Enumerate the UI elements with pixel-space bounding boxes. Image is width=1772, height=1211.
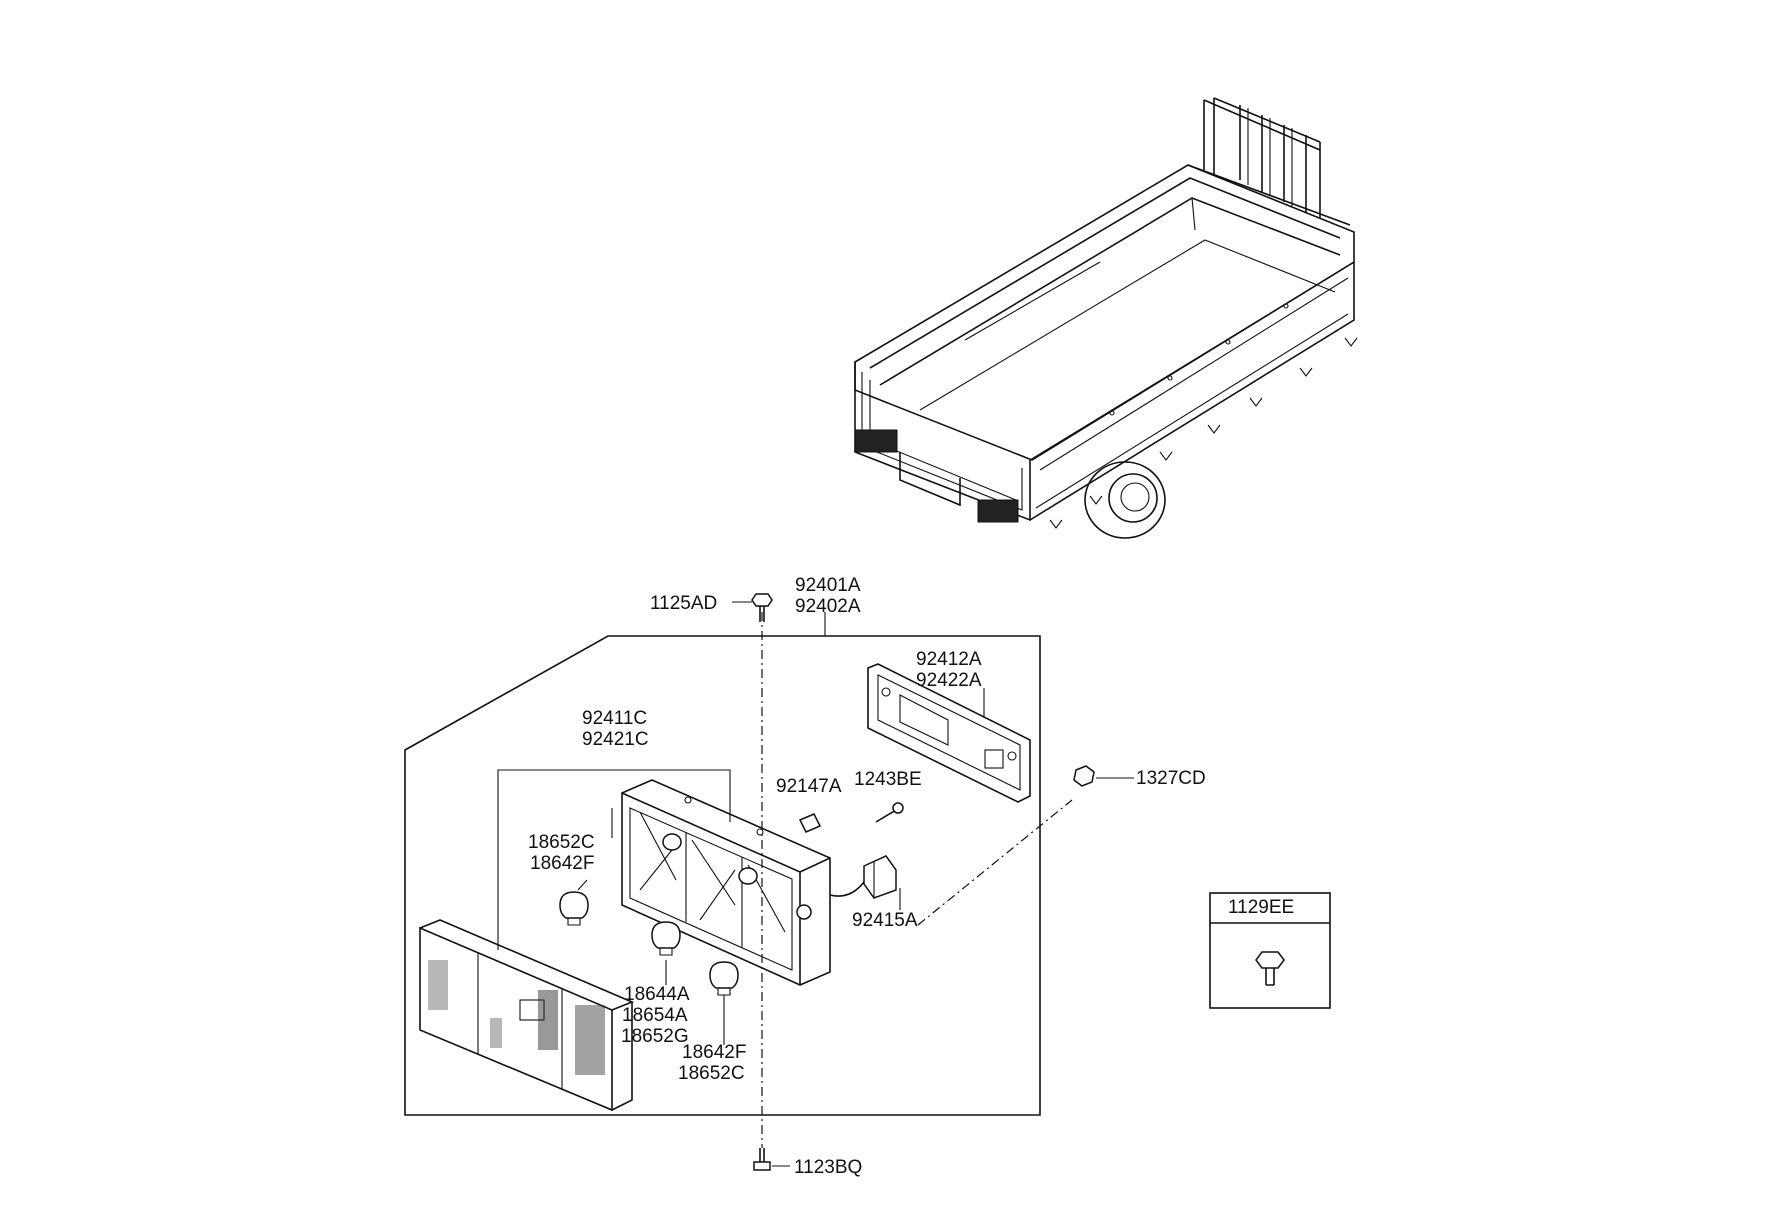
- lamp-housing: [621, 779, 831, 986]
- label-92147A: 92147A: [776, 776, 842, 797]
- center-lines: [761, 612, 1073, 1148]
- label-18654A: 18654A: [622, 1005, 688, 1026]
- label-92402A: 92402A: [795, 596, 861, 617]
- label-18652G: 18652G: [621, 1026, 689, 1047]
- label-1129EE: 1129EE: [1228, 897, 1294, 918]
- label-18642F-b: 18642F: [682, 1042, 746, 1063]
- label-92411C: 92411C: [582, 708, 647, 729]
- label-92422A: 92422A: [916, 670, 982, 691]
- label-92412A: 92412A: [916, 649, 982, 670]
- wire-connector: [829, 855, 897, 899]
- label-18652C: 18652C: [528, 832, 595, 853]
- truck-bed-illustration: [854, 97, 1358, 539]
- label-18644A: 18644A: [624, 984, 690, 1005]
- lamp-lens: [419, 919, 635, 1112]
- label-1125AD: 1125AD: [650, 593, 717, 614]
- label-92421C: 92421C: [582, 729, 649, 750]
- assembly-frame: [404, 612, 1041, 1116]
- part-labels: 1125AD 92401A 92402A 92412A 92422A 92411…: [528, 575, 1294, 1178]
- label-1123BQ: 1123BQ: [794, 1157, 862, 1178]
- hardware: [559, 593, 1095, 1171]
- label-1243BE: 1243BE: [854, 769, 922, 790]
- label-18642F: 18642F: [530, 853, 594, 874]
- leader-lines: [577, 601, 1134, 1167]
- label-1327CD: 1327CD: [1136, 768, 1206, 789]
- reflector-plate: [867, 663, 1031, 803]
- label-18652C-b: 18652C: [678, 1063, 745, 1084]
- part-callout-box-1129EE: [1209, 892, 1331, 1009]
- label-92415A: 92415A: [852, 910, 918, 931]
- label-92401A: 92401A: [795, 575, 861, 596]
